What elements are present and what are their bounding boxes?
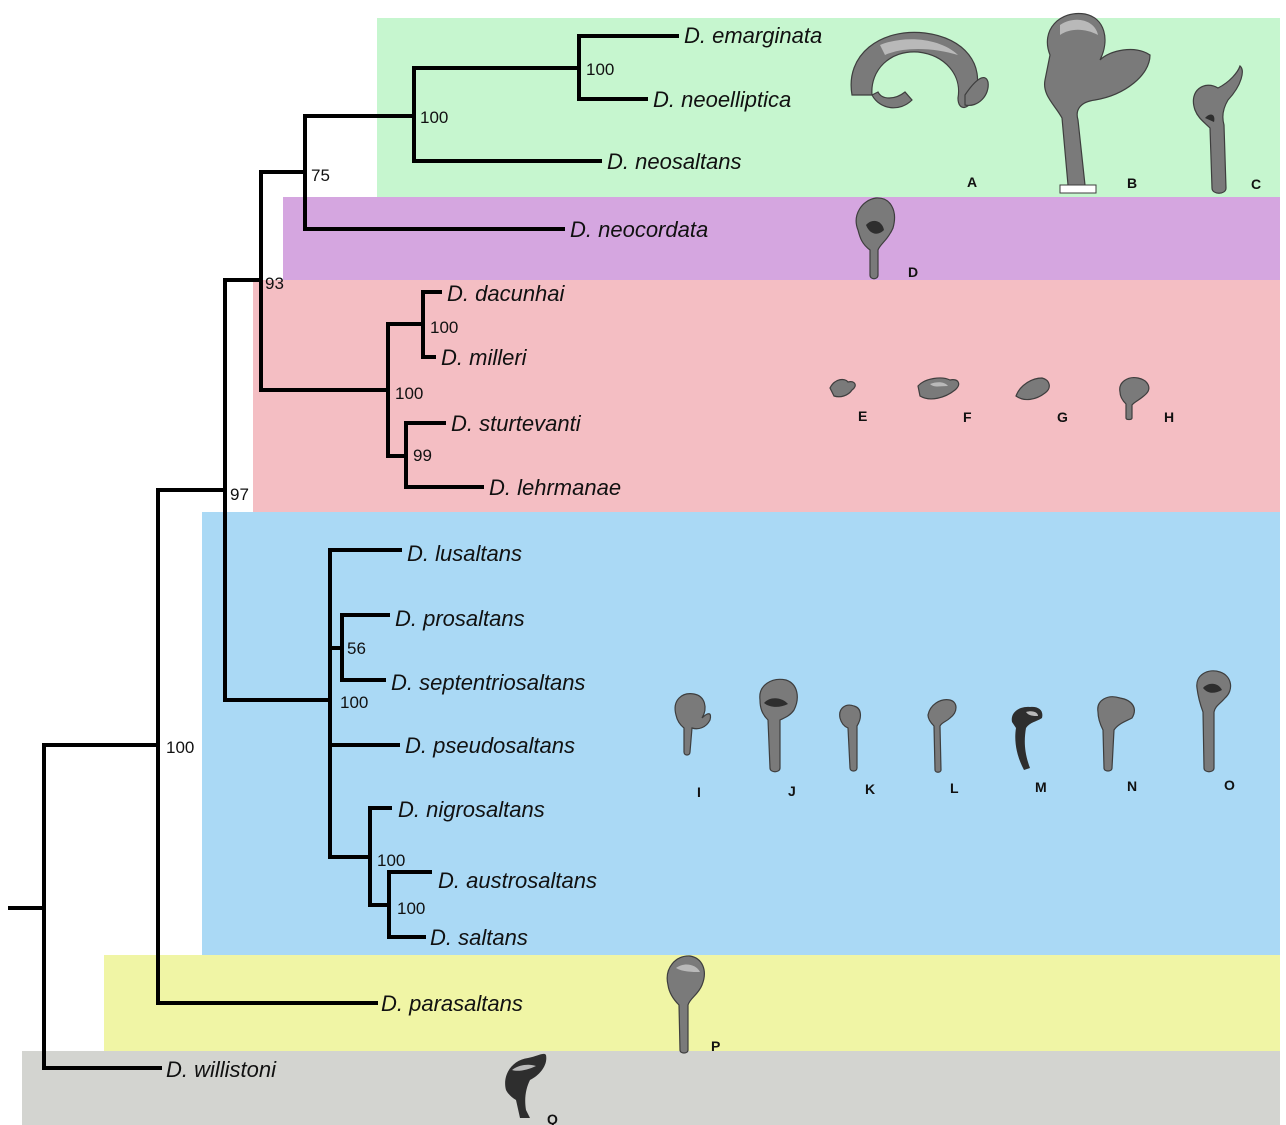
taxon-label: D. pseudosaltans xyxy=(405,733,575,758)
figure-letter-l: L xyxy=(950,780,959,796)
support-value: 100 xyxy=(340,693,368,712)
figure-letter-h: H xyxy=(1164,409,1174,425)
taxon-label: D. lusaltans xyxy=(407,541,522,566)
taxon-label: D. nigrosaltans xyxy=(398,797,545,822)
support-value: 100 xyxy=(420,108,448,127)
figure-letter-d: D xyxy=(908,264,918,280)
support-value: 100 xyxy=(377,851,405,870)
taxon-label: D. septentriosaltans xyxy=(391,670,585,695)
figure-letter-q: Q xyxy=(547,1111,558,1125)
taxon-label: D. lehrmanae xyxy=(489,475,621,500)
figure-letter-o: O xyxy=(1224,777,1235,793)
taxon-label: D. emarginata xyxy=(684,23,822,48)
figure-letter-f: F xyxy=(963,409,972,425)
taxon-label: D. dacunhai xyxy=(447,281,566,306)
figure-letter-m: M xyxy=(1035,779,1047,795)
support-value: 100 xyxy=(166,738,194,757)
support-value: 75 xyxy=(311,166,330,185)
figure-letter-j: J xyxy=(788,783,796,799)
taxon-label: D. neosaltans xyxy=(607,149,742,174)
clade-bands xyxy=(22,18,1280,1125)
taxon-label: D. austrosaltans xyxy=(438,868,597,893)
taxon-label: D. parasaltans xyxy=(381,991,523,1016)
figure-letter-n: N xyxy=(1127,778,1137,794)
support-value: 56 xyxy=(347,639,366,658)
figure-letter-b: B xyxy=(1127,175,1137,191)
band-saltans xyxy=(202,512,1280,955)
figure-letter-c: C xyxy=(1251,176,1261,192)
figure-letter-e: E xyxy=(858,408,867,424)
support-value: 100 xyxy=(395,384,423,403)
taxon-label: D. neoelliptica xyxy=(653,87,791,112)
band-cordata xyxy=(283,197,1280,280)
support-value: 93 xyxy=(265,274,284,293)
support-value: 100 xyxy=(397,899,425,918)
taxon-label: D. willistoni xyxy=(166,1057,277,1082)
support-value: 100 xyxy=(586,60,614,79)
taxon-label: D. sturtevanti xyxy=(451,411,582,436)
taxon-label: D. neocordata xyxy=(570,217,708,242)
figure-letter-g: G xyxy=(1057,409,1068,425)
figure-letter-p: P xyxy=(711,1038,720,1054)
support-value: 99 xyxy=(413,446,432,465)
taxon-label: D. prosaltans xyxy=(395,606,525,631)
taxon-label: D. saltans xyxy=(430,925,528,950)
band-elliptica xyxy=(377,18,1280,197)
support-value: 97 xyxy=(230,485,249,504)
figure-letter-a: A xyxy=(967,174,977,190)
support-value: 100 xyxy=(430,318,458,337)
figure-letter-k: K xyxy=(865,781,875,797)
taxon-label: D. milleri xyxy=(441,345,528,370)
figure-letter-i: I xyxy=(697,784,701,800)
